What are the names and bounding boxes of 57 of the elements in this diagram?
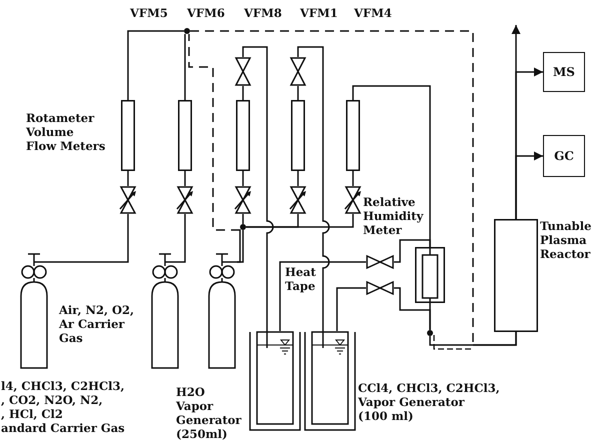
- part-label: Rotameter Volume Flow Meters: [26, 111, 106, 153]
- flow-meter-tag: VFM4: [354, 6, 392, 20]
- pipe-line: [184, 171, 186, 186]
- part-label: Relative Humidity Meter: [363, 195, 424, 237]
- shutoff-valve-symbol: [290, 57, 306, 86]
- shutoff-valve-symbol: [366, 255, 394, 269]
- arrow: [512, 25, 520, 219]
- pipe-line: [352, 171, 354, 186]
- humidity-meter: [415, 247, 445, 303]
- gas-cylinder: [150, 252, 180, 369]
- flow-meter-tube: [346, 100, 360, 171]
- needle-valve-symbol: [119, 186, 137, 214]
- pipe-line: [190, 30, 517, 346]
- needle-valve-symbol: [344, 186, 362, 214]
- pipe-line: [242, 171, 244, 186]
- pipe-line: [242, 214, 244, 224]
- part-label: Tunable Plasma Reactor: [540, 219, 592, 261]
- shutoff-valve-symbol: [366, 281, 394, 295]
- pipe-line: [246, 214, 354, 228]
- junction-dot: [427, 330, 433, 336]
- pipe-line: [242, 86, 244, 100]
- part-label: H2O Vapor Generator (250ml): [176, 385, 242, 441]
- instrument-box: GC: [543, 135, 585, 177]
- flow-meter-tube: [236, 100, 250, 171]
- flow-meter-tag: VFM5: [130, 6, 168, 20]
- pipe-line: [242, 46, 274, 331]
- junction-dot: [184, 28, 190, 34]
- pipe-line: [297, 46, 330, 331]
- pipe-line: [297, 86, 299, 100]
- junction-dot: [240, 224, 246, 230]
- pipe-line: [180, 214, 186, 263]
- needle-valve-symbol: [289, 186, 307, 214]
- pipe-line: [127, 30, 184, 100]
- needle-valve-symbol: [234, 186, 252, 214]
- needle-valve-symbol: [176, 186, 194, 214]
- pipe-line: [429, 303, 431, 330]
- flow-meter-tag: VFM1: [300, 6, 338, 20]
- pipe-line: [184, 34, 186, 100]
- pipe-line: [127, 171, 129, 186]
- flow-meter-tag: VFM8: [244, 6, 282, 20]
- part-label: CCl4, CHCl3, C2HCl3, Vapor Generator (100 ml): [358, 381, 500, 423]
- flow-meter-tube: [178, 100, 192, 171]
- gas-cylinder: [207, 252, 237, 369]
- pipe-line: [279, 261, 366, 331]
- part-label: Heat Tape: [285, 265, 316, 293]
- gas-label: l4, CHCl3, C2HCl3, , CO2, N2O, N2, , HCl, Cl2 andard Carrier Gas: [1, 379, 125, 435]
- flow-meter-tag: VFM6: [187, 6, 225, 20]
- pipe-line: [394, 239, 431, 263]
- pipe-line: [336, 287, 366, 331]
- flow-meter-tube: [121, 100, 135, 171]
- shutoff-valve-symbol: [235, 57, 251, 86]
- gas-label: Air, N2, O2, Ar Carrier Gas: [59, 303, 134, 345]
- flow-meter-tube: [291, 100, 305, 171]
- instrument-box: MS: [543, 52, 585, 92]
- pipe-line: [49, 214, 129, 263]
- pipe-line: [188, 34, 241, 263]
- pipe-line: [297, 171, 299, 186]
